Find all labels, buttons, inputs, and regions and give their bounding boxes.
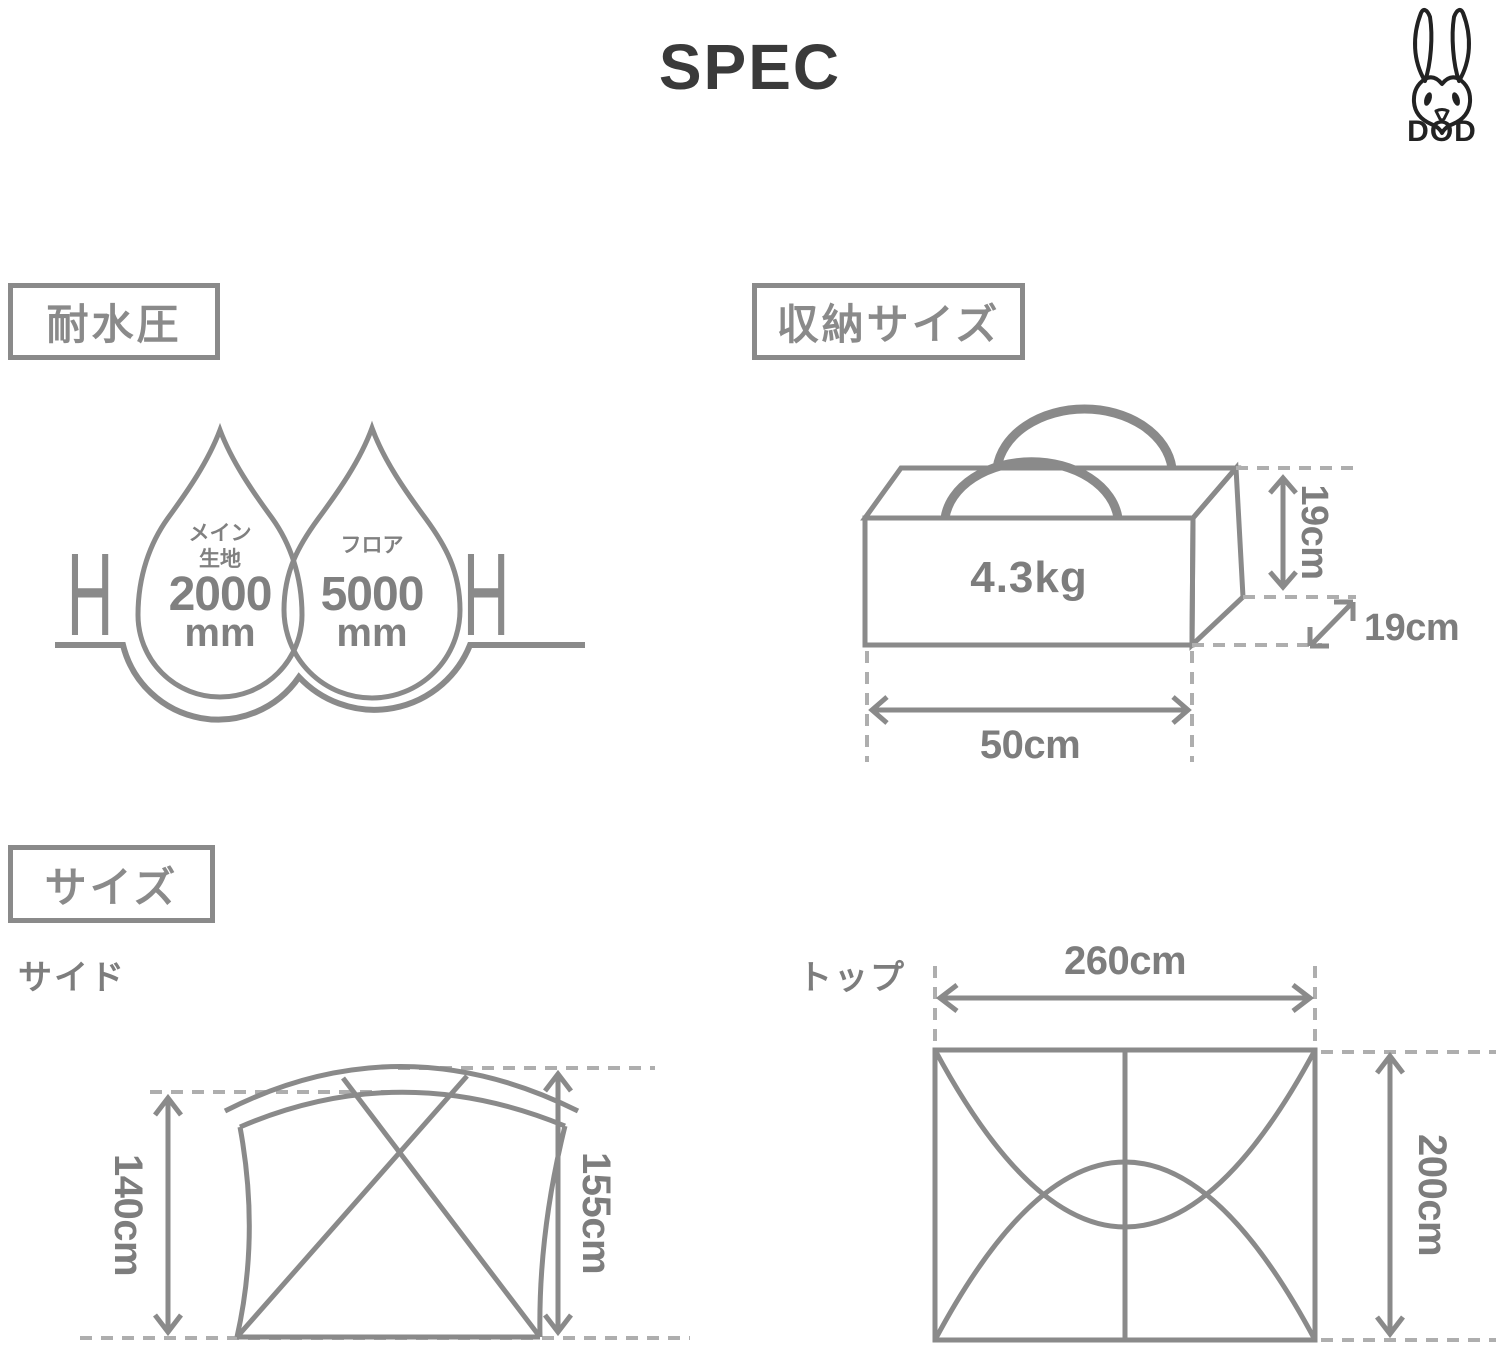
tent-arc-lower — [932, 1159, 1318, 1342]
tent-poles — [235, 1074, 542, 1339]
drop-main-unit: mm — [184, 611, 255, 655]
page-title: SPEC — [658, 31, 842, 103]
height-dimension-arrow — [1268, 474, 1298, 591]
drop-main-value: 2000 — [169, 568, 272, 621]
top-view-diagram: 260cm 200cm — [932, 940, 1496, 1343]
side-view-label: サイド — [18, 959, 126, 997]
side-view-diagram: 140cm 155cm — [80, 1064, 690, 1340]
depth-dimension-arrow — [1307, 599, 1356, 649]
water-resistance-diagram: H H メイン 生地 2000 mm フロア 5000 mm — [55, 420, 585, 723]
brand-wordmark: DOD — [1407, 115, 1477, 146]
width-dimension-arrow — [868, 695, 1192, 725]
outer-height-arrow — [543, 1069, 573, 1337]
ground-line — [55, 642, 585, 723]
depth-dimension-label: 19cm — [1364, 607, 1459, 649]
drop-floor-value: 5000 — [321, 568, 424, 621]
top-width-label: 260cm — [1064, 940, 1186, 983]
tent-fly-line — [223, 1064, 580, 1114]
bag-top-face — [860, 465, 1242, 521]
width-dimension-label: 50cm — [980, 723, 1080, 767]
tent-body-outline — [234, 1089, 568, 1340]
drop-main-name-line2: 生地 — [199, 547, 241, 571]
dod-logo: DOD — [1407, 7, 1477, 146]
top-depth-label: 200cm — [1410, 1134, 1454, 1256]
height-dimension-label: 19cm — [1293, 484, 1335, 579]
h-marker-left: H — [67, 530, 114, 661]
water-drop-main — [135, 422, 305, 700]
storage-size-label: 収納サイズ — [752, 283, 1025, 360]
top-width-arrow — [935, 983, 1315, 1013]
bag-handle-back — [992, 404, 1177, 469]
top-depth-arrow — [1375, 1051, 1405, 1339]
h-marker-right: H — [463, 530, 510, 661]
rabbit-eye-left — [1424, 92, 1432, 106]
drop-floor-unit: mm — [336, 611, 407, 655]
top-view-label: トップ — [798, 959, 906, 997]
bag-handle-front — [940, 457, 1123, 519]
storage-bag-diagram: 4.3kg 19cm 19cm 50cm — [860, 404, 1460, 767]
bag-weight: 4.3kg — [970, 553, 1088, 602]
bag-side-face — [1189, 461, 1246, 651]
inner-height-arrow — [153, 1093, 183, 1337]
drop-main-name-line1: メイン — [189, 522, 252, 545]
outer-height-label: 155cm — [574, 1152, 618, 1274]
tent-arc-upper — [932, 1048, 1318, 1230]
inner-height-label: 140cm — [106, 1154, 150, 1276]
rabbit-logo-icon — [1411, 7, 1473, 135]
drop-floor-name: フロア — [341, 534, 404, 557]
water-resistance-label: 耐水圧 — [8, 283, 220, 360]
rabbit-eye-right — [1452, 92, 1460, 106]
size-label: サイズ — [8, 845, 215, 923]
water-drop-floor — [281, 420, 463, 701]
